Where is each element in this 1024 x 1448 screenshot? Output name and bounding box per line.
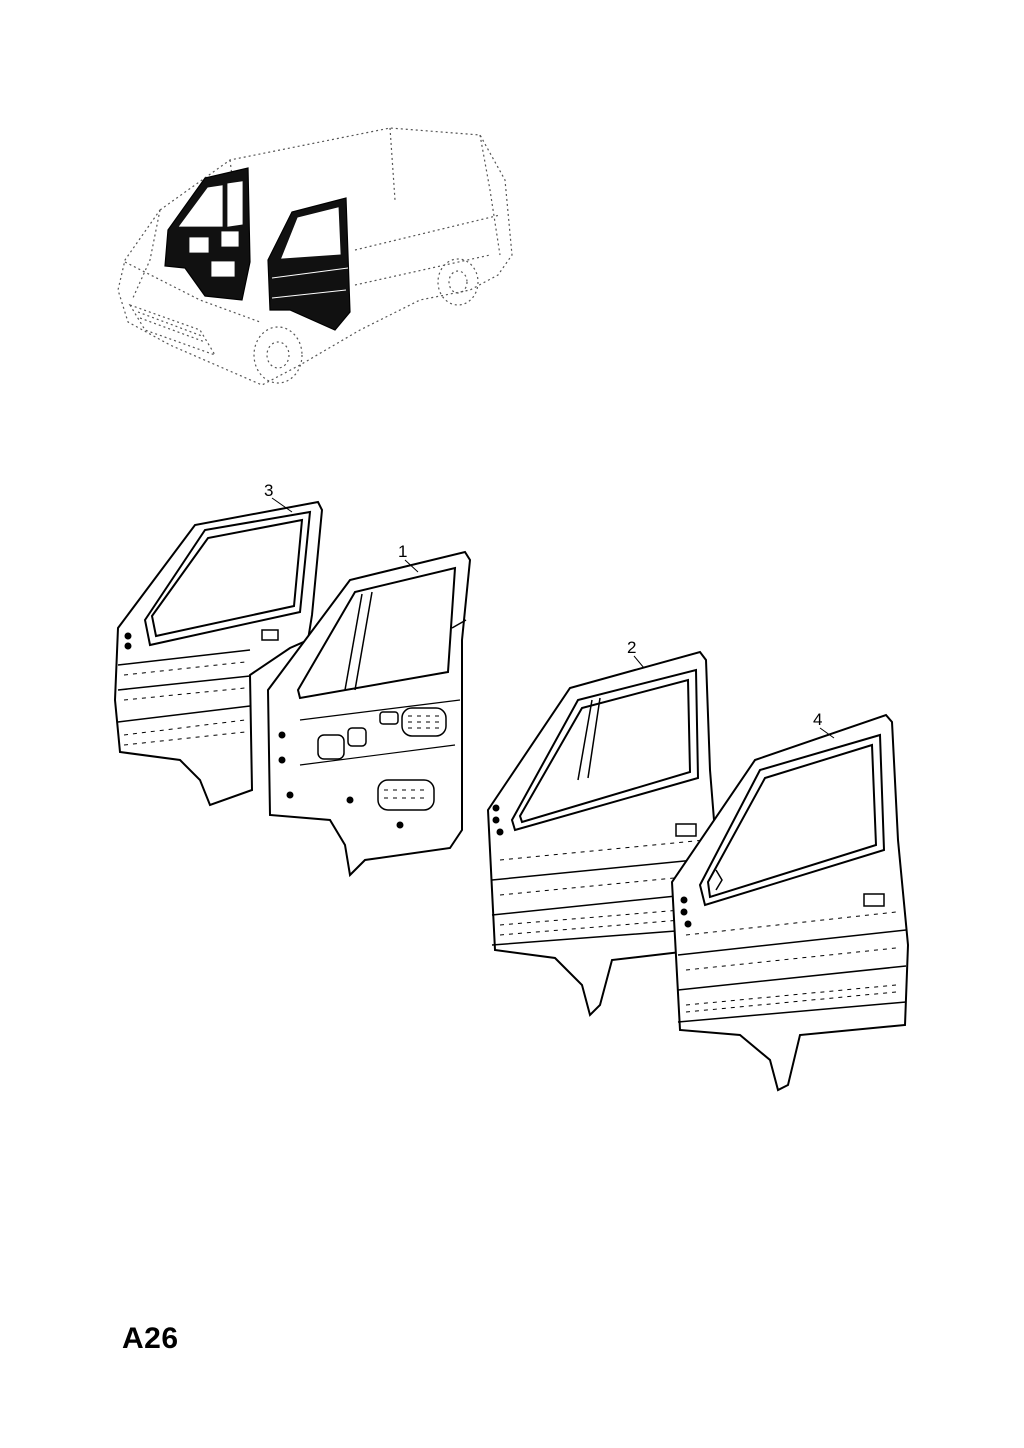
callout-part-3: 3 <box>264 481 274 500</box>
callout-part-4: 4 <box>813 710 823 729</box>
page-code: A26 <box>122 1322 179 1355</box>
door-part-4 <box>670 713 910 1092</box>
callout-leaders <box>271 497 835 739</box>
door-part-1 <box>266 550 472 878</box>
callout-part-2: 2 <box>627 638 637 657</box>
van-locator-icon <box>117 127 513 386</box>
callout-part-1: 1 <box>398 542 408 561</box>
door-part-2 <box>486 650 720 1017</box>
door-part-3 <box>113 500 324 807</box>
